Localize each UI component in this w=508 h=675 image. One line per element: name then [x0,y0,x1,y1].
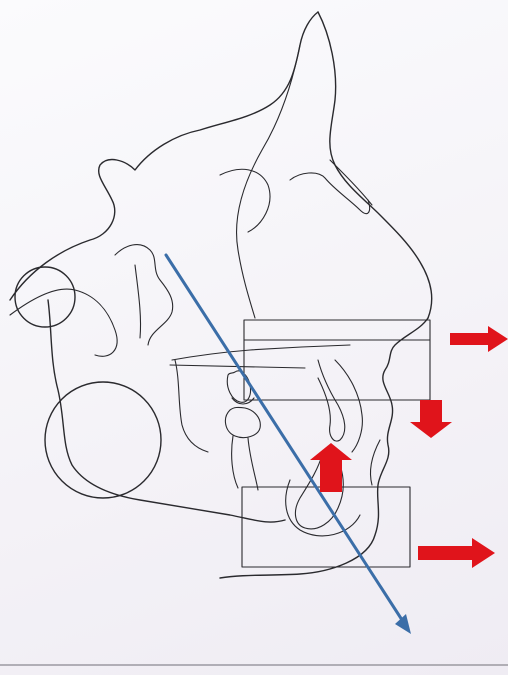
pterygoid-contour [115,245,173,345]
molar-cusps [232,398,254,404]
growth-vector-arrowhead-icon [395,614,411,634]
mandible-outline [48,300,285,522]
large-reference-circle [45,382,161,498]
orbital-rim-line [330,160,372,205]
condyle-contour [135,265,141,338]
ramus-inner [175,360,208,452]
nasal-cavity-contour [237,45,300,318]
right-arrow-icon [450,326,508,352]
growth-vector-line [166,255,404,623]
lower-molar-crown [225,407,260,437]
cranial-base-outline [10,12,318,300]
maxilla-box [244,320,430,400]
lower-lip-contour [370,440,380,485]
orbit-contour [220,169,270,232]
ear-rod-circle [15,267,75,327]
palatal-plane [172,345,350,360]
right-arrow-icon [418,538,495,568]
mandible-box [242,487,410,567]
upper-molar [227,371,250,402]
lower-molar-root [232,436,258,490]
occipital-contour [10,289,117,356]
down-arrow-icon [410,400,452,438]
nose-soft-tissue [220,318,428,578]
